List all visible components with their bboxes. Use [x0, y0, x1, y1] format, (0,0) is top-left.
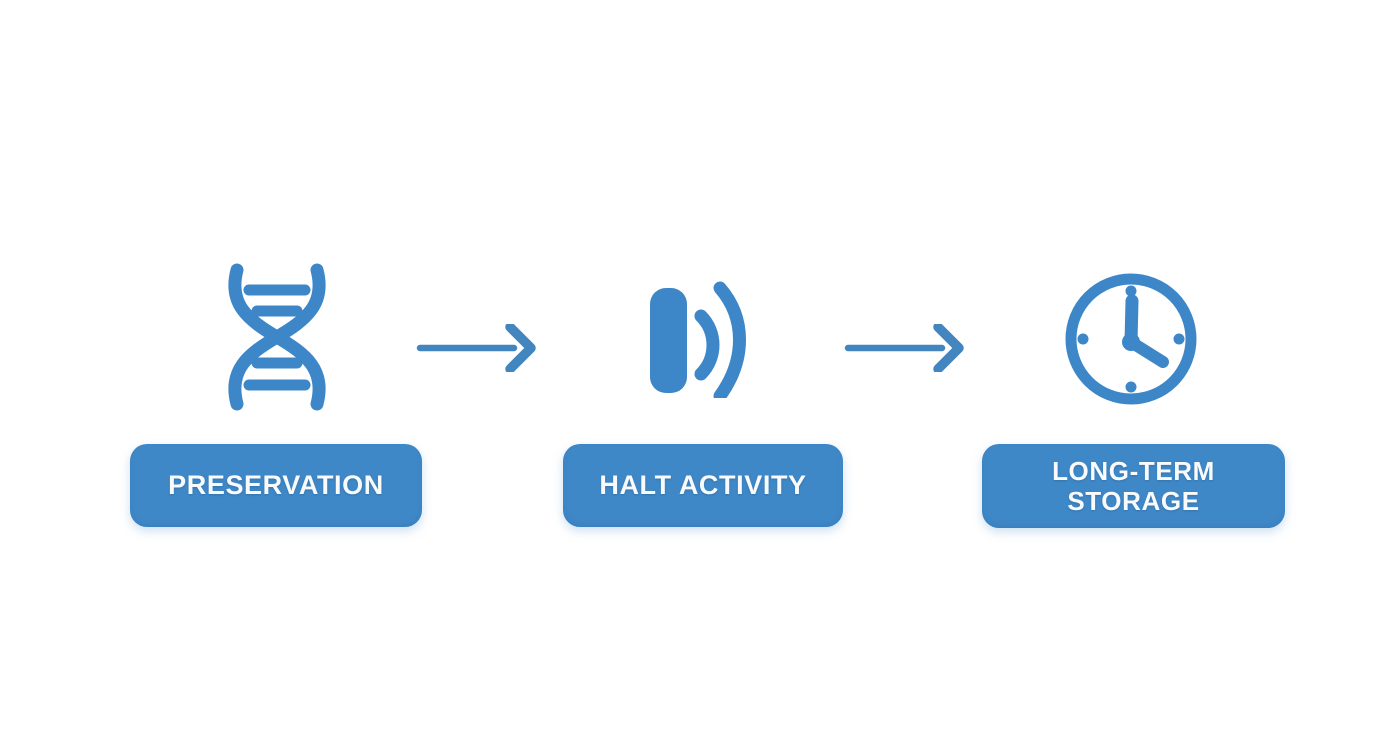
- arrow-right-icon: [416, 324, 536, 372]
- arrow-right-icon: [844, 324, 964, 372]
- step-label-preservation: PRESERVATION: [130, 444, 422, 527]
- step-label-text: HALT ACTIVITY: [599, 470, 807, 500]
- clock-icon: [1065, 273, 1197, 405]
- step-label-text-line1: LONG-TERM: [1052, 456, 1215, 486]
- step-label-text: PRESERVATION: [168, 470, 384, 500]
- pause-soundwave-icon: [650, 281, 746, 398]
- step-label-text-line2: STORAGE: [1067, 486, 1200, 516]
- step-label-halt-activity: HALT ACTIVITY: [563, 444, 843, 527]
- dna-icon: [228, 263, 326, 411]
- step-label-long-term-storage: LONG-TERM STORAGE: [982, 444, 1285, 528]
